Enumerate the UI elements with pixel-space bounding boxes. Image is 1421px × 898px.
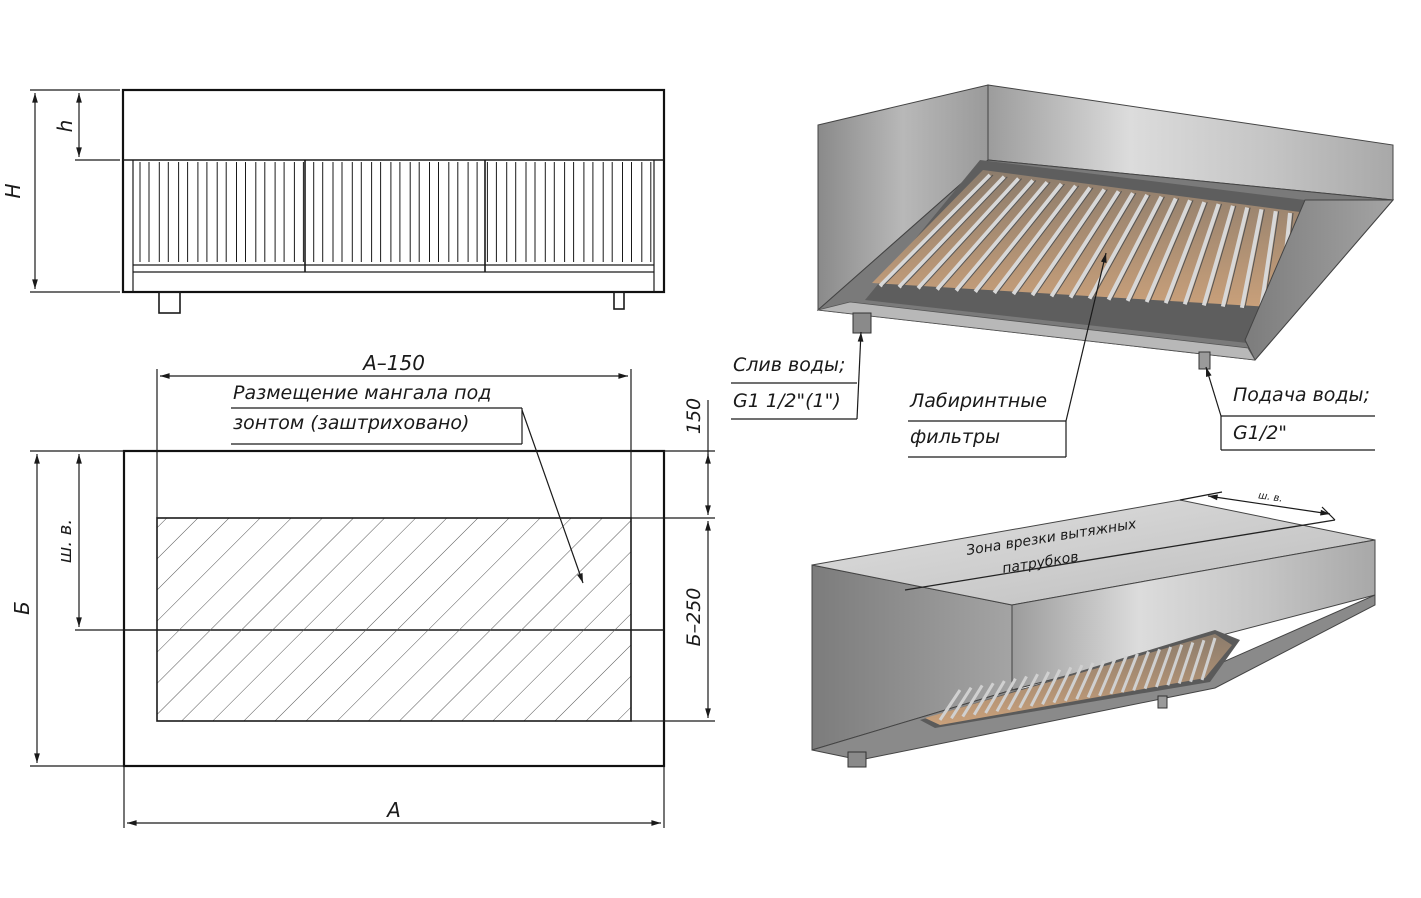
filter-fin: [992, 184, 1078, 295]
filter-fin: [984, 680, 1006, 714]
filter-fin: [1182, 203, 1221, 305]
dim-A150-label: A–150: [361, 351, 425, 375]
grill-callout-line2: зонтом (заштриховано): [233, 412, 469, 434]
filter-fin: [1132, 651, 1150, 691]
supply-nozzle-3d: [1198, 351, 1211, 370]
drain-nozzle-3d-2: [847, 751, 867, 768]
filter-fin: [1177, 642, 1195, 684]
filter-fin: [1029, 671, 1051, 707]
filter-fin: [1155, 646, 1173, 688]
supply-callout-line2: G1/2": [1233, 422, 1287, 444]
filter-fin: [1030, 188, 1106, 297]
drain-callout-line1: Слив воды;: [733, 354, 845, 376]
drain-callout-line2: G1 1/2"(1"): [733, 390, 841, 412]
filter-fin-shadow: [1111, 196, 1165, 300]
filters-callout-line2: фильтры: [910, 426, 1000, 448]
filter-fins: [139, 160, 652, 272]
filter-fin: [1189, 639, 1206, 683]
filter-fin: [961, 684, 984, 718]
filter-fin: [1011, 186, 1092, 296]
filter-fin-shadow: [996, 185, 1080, 294]
labyrinth-filter-fins-2: [938, 637, 1217, 721]
filter-fin: [1086, 660, 1106, 698]
grill-callout-line1: Размещение мангала под: [233, 382, 491, 404]
filter-fin: [1063, 664, 1084, 702]
filter-fin-shadow: [920, 178, 1022, 289]
filter-fin: [1166, 644, 1184, 686]
filter-fin: [973, 182, 1063, 293]
filter-fin: [1098, 657, 1117, 697]
plan-outline: [122, 449, 666, 768]
filter-fin: [1163, 201, 1207, 304]
drain-nozzle: [158, 291, 181, 314]
filter-fin: [878, 173, 992, 288]
filter-fin-shadow: [1149, 200, 1194, 303]
hood-outline: [121, 88, 666, 294]
dim-A-label: A: [385, 798, 401, 822]
filter-fin: [1007, 675, 1028, 711]
filter-fin-shadow: [1206, 205, 1237, 306]
filter-fin-shadow: [1130, 198, 1180, 302]
filter-fin: [1041, 668, 1062, 706]
supply-callout-line1: Подача воды;: [1233, 384, 1370, 406]
plan-view: A–150 A Б ш. в. 150 Б–250 Размещение ман…: [10, 351, 715, 828]
filter-fin: [1239, 208, 1264, 309]
filter-fin: [1201, 205, 1235, 306]
filter-fin: [1125, 197, 1178, 302]
dim-150-label: 150: [683, 398, 705, 434]
filter-fin-shadow: [1244, 209, 1265, 308]
filter-fin-shadow: [901, 176, 1008, 288]
filter-fin: [972, 682, 995, 716]
filter-fin: [916, 177, 1021, 290]
filter-fin: [1200, 637, 1217, 681]
filter-fin: [1075, 662, 1095, 700]
filter-fin-shadow: [1015, 187, 1094, 295]
filter-fin: [938, 689, 962, 721]
drain-nozzle-3d: [852, 312, 872, 334]
supply-nozzle: [613, 291, 625, 310]
dim-h-label: h: [53, 120, 77, 133]
filter-fin: [1143, 648, 1161, 690]
filter-fin: [1258, 210, 1278, 310]
dim-shv-label: ш. в.: [55, 519, 76, 563]
hood-3d-top-view: ш. в. Зона врезки вытяжных патрубков: [811, 490, 1376, 768]
zone-dim-label: ш. в.: [1257, 490, 1283, 504]
filter-fin-shadow: [1073, 192, 1137, 298]
supply-nozzle-3d-2: [1157, 695, 1168, 709]
filter-fin-shadow: [958, 181, 1051, 291]
filter-fin: [1106, 195, 1164, 301]
filter-fin: [1049, 190, 1121, 298]
dim-B-label: Б: [10, 601, 34, 615]
filters-callout-line1: Лабиринтные: [909, 390, 1047, 412]
filter-fin: [950, 686, 973, 720]
filter-fin-shadow: [1034, 189, 1108, 296]
filter-fin: [995, 677, 1017, 713]
filter-fin-shadow: [882, 174, 994, 287]
filter-fin: [897, 175, 1006, 289]
filter-fin: [935, 179, 1035, 291]
dim-H-label: H: [1, 183, 25, 198]
filter-fin: [1109, 655, 1128, 695]
front-elevation: H h: [1, 88, 666, 314]
filter-fin: [954, 180, 1049, 292]
filter-fin: [1068, 192, 1135, 299]
filter-fin: [1120, 653, 1139, 693]
filter-fin: [1220, 207, 1250, 308]
filter-fin-shadow: [977, 183, 1065, 293]
filter-fin-shadow: [1225, 207, 1251, 307]
dim-B250-label: Б–250: [683, 588, 705, 647]
filter-fin-shadow: [1168, 201, 1208, 304]
filter-fin-shadow: [939, 180, 1037, 290]
filter-fin-shadow: [1054, 191, 1122, 297]
filter-fin: [1018, 673, 1039, 709]
filter-fin: [1144, 199, 1192, 303]
hood-3d-bottom-view: Слив воды; G1 1/2"(1") Лабиринтные фильт…: [731, 84, 1395, 458]
grill-area-hatched: [157, 518, 631, 721]
filter-fin: [1052, 666, 1073, 704]
filter-fin-shadow: [1187, 203, 1223, 305]
filter-fin-shadow: [1092, 194, 1151, 299]
